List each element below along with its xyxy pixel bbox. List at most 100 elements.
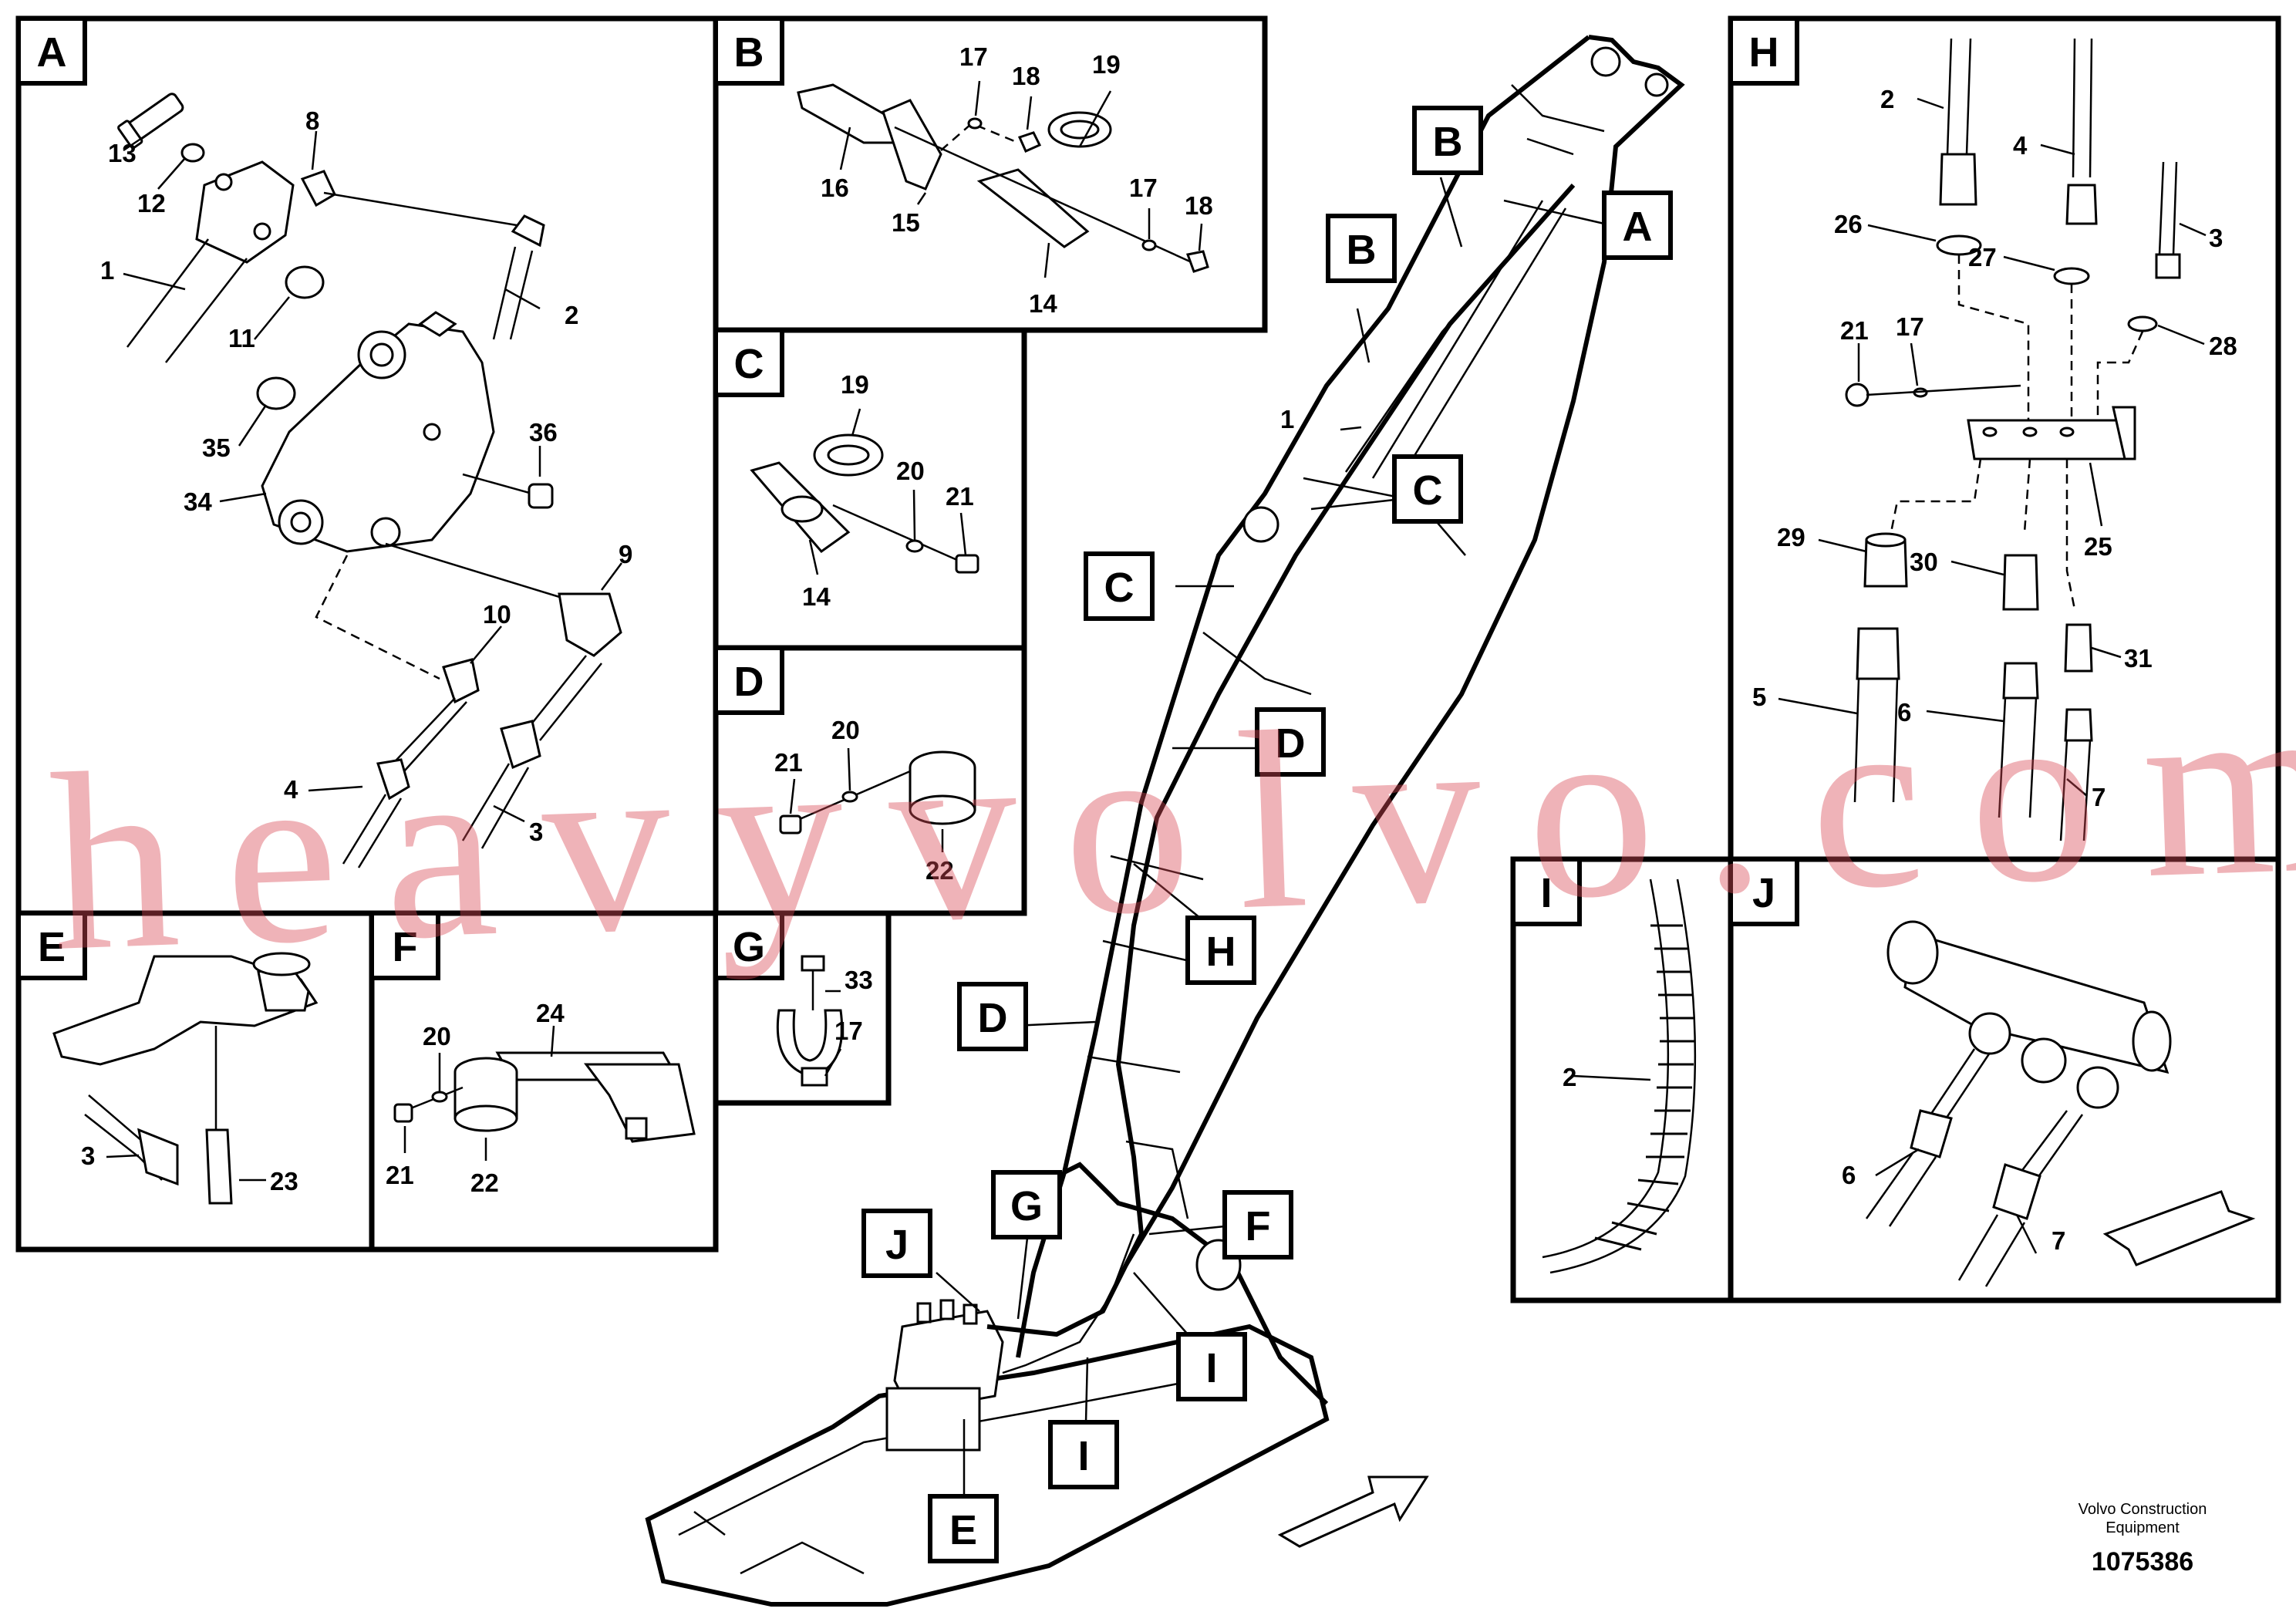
callout-6: 6 xyxy=(1842,1161,1856,1189)
callout-23: 23 xyxy=(270,1167,298,1195)
callout-3: 3 xyxy=(2209,224,2223,252)
panel-i-drawing xyxy=(1542,878,1697,1274)
svg-text:1: 1 xyxy=(1280,405,1294,433)
callout-main-i-right: I xyxy=(1176,1332,1247,1401)
callout-25: 25 xyxy=(2084,532,2112,561)
callout-20: 20 xyxy=(831,716,860,744)
svg-text:I: I xyxy=(1077,1433,1089,1479)
callout-3: 3 xyxy=(529,818,543,846)
callout-main-1: 1 xyxy=(1280,405,1294,433)
svg-text:B: B xyxy=(1433,119,1463,165)
svg-text:I: I xyxy=(1205,1345,1217,1391)
callout-4: 4 xyxy=(2013,131,2028,160)
panel-e-numbers: 3 23 xyxy=(81,1141,298,1195)
callout-3: 3 xyxy=(81,1141,95,1170)
callout-10: 10 xyxy=(483,600,511,629)
svg-text:I: I xyxy=(1540,870,1552,916)
panel-j-frame xyxy=(1728,856,2281,1303)
callout-17: 17 xyxy=(834,1017,863,1045)
panel-f-numbers: 20 24 21 22 xyxy=(386,999,565,1197)
callout-main-h: H xyxy=(1185,916,1256,985)
callout-11: 11 xyxy=(228,324,255,352)
callout-9: 9 xyxy=(619,540,632,568)
svg-text:C: C xyxy=(1413,467,1443,514)
callout-21: 21 xyxy=(774,748,803,777)
callout-33: 33 xyxy=(845,966,873,994)
callout-29: 29 xyxy=(1777,523,1805,551)
svg-text:C: C xyxy=(1104,565,1135,611)
callout-18: 18 xyxy=(1012,62,1040,90)
panel-a-numbers: 13 12 8 1 2 11 35 36 34 9 10 4 3 xyxy=(100,106,632,846)
panel-c-label: C xyxy=(713,328,784,397)
panel-h-label: H xyxy=(1728,16,1799,86)
callout-2: 2 xyxy=(1880,85,1894,113)
callout-main-j: J xyxy=(861,1209,932,1278)
callout-8: 8 xyxy=(305,106,319,135)
panel-b-numbers: 17 18 19 16 15 14 17 18 xyxy=(821,42,1213,318)
callout-12: 12 xyxy=(137,189,166,218)
callout-24: 24 xyxy=(536,999,565,1027)
callout-main-f: F xyxy=(1222,1190,1293,1259)
svg-text:D: D xyxy=(1276,720,1306,767)
callout-4: 4 xyxy=(284,775,298,804)
callout-36: 36 xyxy=(529,418,558,447)
callout-35: 35 xyxy=(202,433,231,462)
callout-6: 6 xyxy=(1897,698,1911,727)
panel-j-numbers: 6 7 xyxy=(1842,1161,2065,1255)
panel-j-label: J xyxy=(1728,857,1799,926)
panel-g-drawing xyxy=(776,955,844,1087)
callout-20: 20 xyxy=(896,457,925,485)
svg-text:G: G xyxy=(733,924,765,970)
svg-text:D: D xyxy=(978,995,1008,1041)
callout-21: 21 xyxy=(1840,316,1869,345)
svg-text:F: F xyxy=(393,924,418,970)
panel-d-drawing xyxy=(779,747,976,852)
callout-30: 30 xyxy=(1910,548,1938,576)
panel-i-numbers: 2 xyxy=(1563,1063,1576,1091)
callout-main-b-lower: B xyxy=(1326,214,1397,283)
callout-20: 20 xyxy=(423,1022,451,1050)
callout-main-g: G xyxy=(991,1170,1062,1239)
svg-text:H: H xyxy=(1749,29,1779,76)
callout-17b: 17 xyxy=(1129,174,1158,202)
callout-main-c-lower: C xyxy=(1084,551,1155,621)
callout-main-d-lower: D xyxy=(957,982,1028,1051)
doc-number: 1075386 xyxy=(2092,1547,2193,1576)
panel-b-drawing xyxy=(797,80,1209,278)
callout-21: 21 xyxy=(946,482,974,511)
panel-d-label: D xyxy=(713,646,784,715)
callout-18b: 18 xyxy=(1185,191,1213,220)
panel-d-numbers: 21 20 22 xyxy=(774,716,954,885)
credit-line-2: Equipment xyxy=(2106,1519,2180,1536)
callout-21: 21 xyxy=(386,1161,414,1189)
svg-text:A: A xyxy=(37,29,67,76)
callout-15: 15 xyxy=(892,208,920,237)
callout-19: 19 xyxy=(841,370,869,399)
callout-14: 14 xyxy=(1029,289,1057,318)
credit-line-1: Volvo Construction xyxy=(2079,1501,2207,1518)
callout-main-b-upper: B xyxy=(1412,106,1483,175)
callout-main-c-upper: C xyxy=(1392,454,1463,524)
callout-5: 5 xyxy=(1752,683,1766,711)
callout-7: 7 xyxy=(2052,1226,2065,1255)
callout-22: 22 xyxy=(925,856,954,885)
panel-b-frame xyxy=(713,15,1268,333)
panel-g-frame xyxy=(713,910,892,1106)
panel-a-drawing xyxy=(117,93,623,868)
callout-7: 7 xyxy=(2092,783,2106,811)
svg-text:E: E xyxy=(38,924,66,970)
callout-27: 27 xyxy=(1968,243,1997,271)
callout-16: 16 xyxy=(821,174,849,202)
panel-f-label: F xyxy=(369,911,440,980)
svg-text:J: J xyxy=(1752,870,1775,916)
callout-17: 17 xyxy=(959,42,988,71)
svg-text:H: H xyxy=(1206,929,1236,975)
panel-c-numbers: 19 20 21 14 xyxy=(802,370,974,611)
svg-text:C: C xyxy=(734,341,764,387)
panel-a-label: A xyxy=(16,16,87,86)
svg-text:G: G xyxy=(1010,1183,1043,1229)
callout-main-a: A xyxy=(1602,191,1673,260)
panel-e-drawing xyxy=(52,952,319,1205)
svg-text:B: B xyxy=(734,29,764,76)
